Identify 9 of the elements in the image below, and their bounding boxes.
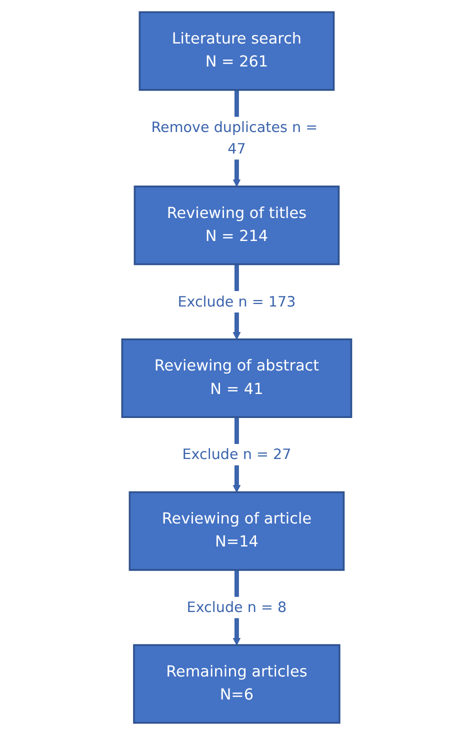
node-box: Reviewing of abstract N = 41: [122, 338, 352, 418]
node-box: Reviewing of article N=14: [129, 491, 345, 571]
node-box: Reviewing of titles N = 214: [134, 186, 340, 266]
edge-label: Exclude n = 8: [187, 598, 287, 616]
edge-label: Remove duplicates n = 47: [152, 118, 318, 157]
edge-label: Exclude n = 27: [182, 446, 292, 463]
edge-label: Exclude n = 173: [178, 292, 296, 310]
node-box: Literature search N = 261: [139, 11, 335, 91]
node-box: Remaining articles N=6: [133, 644, 341, 724]
